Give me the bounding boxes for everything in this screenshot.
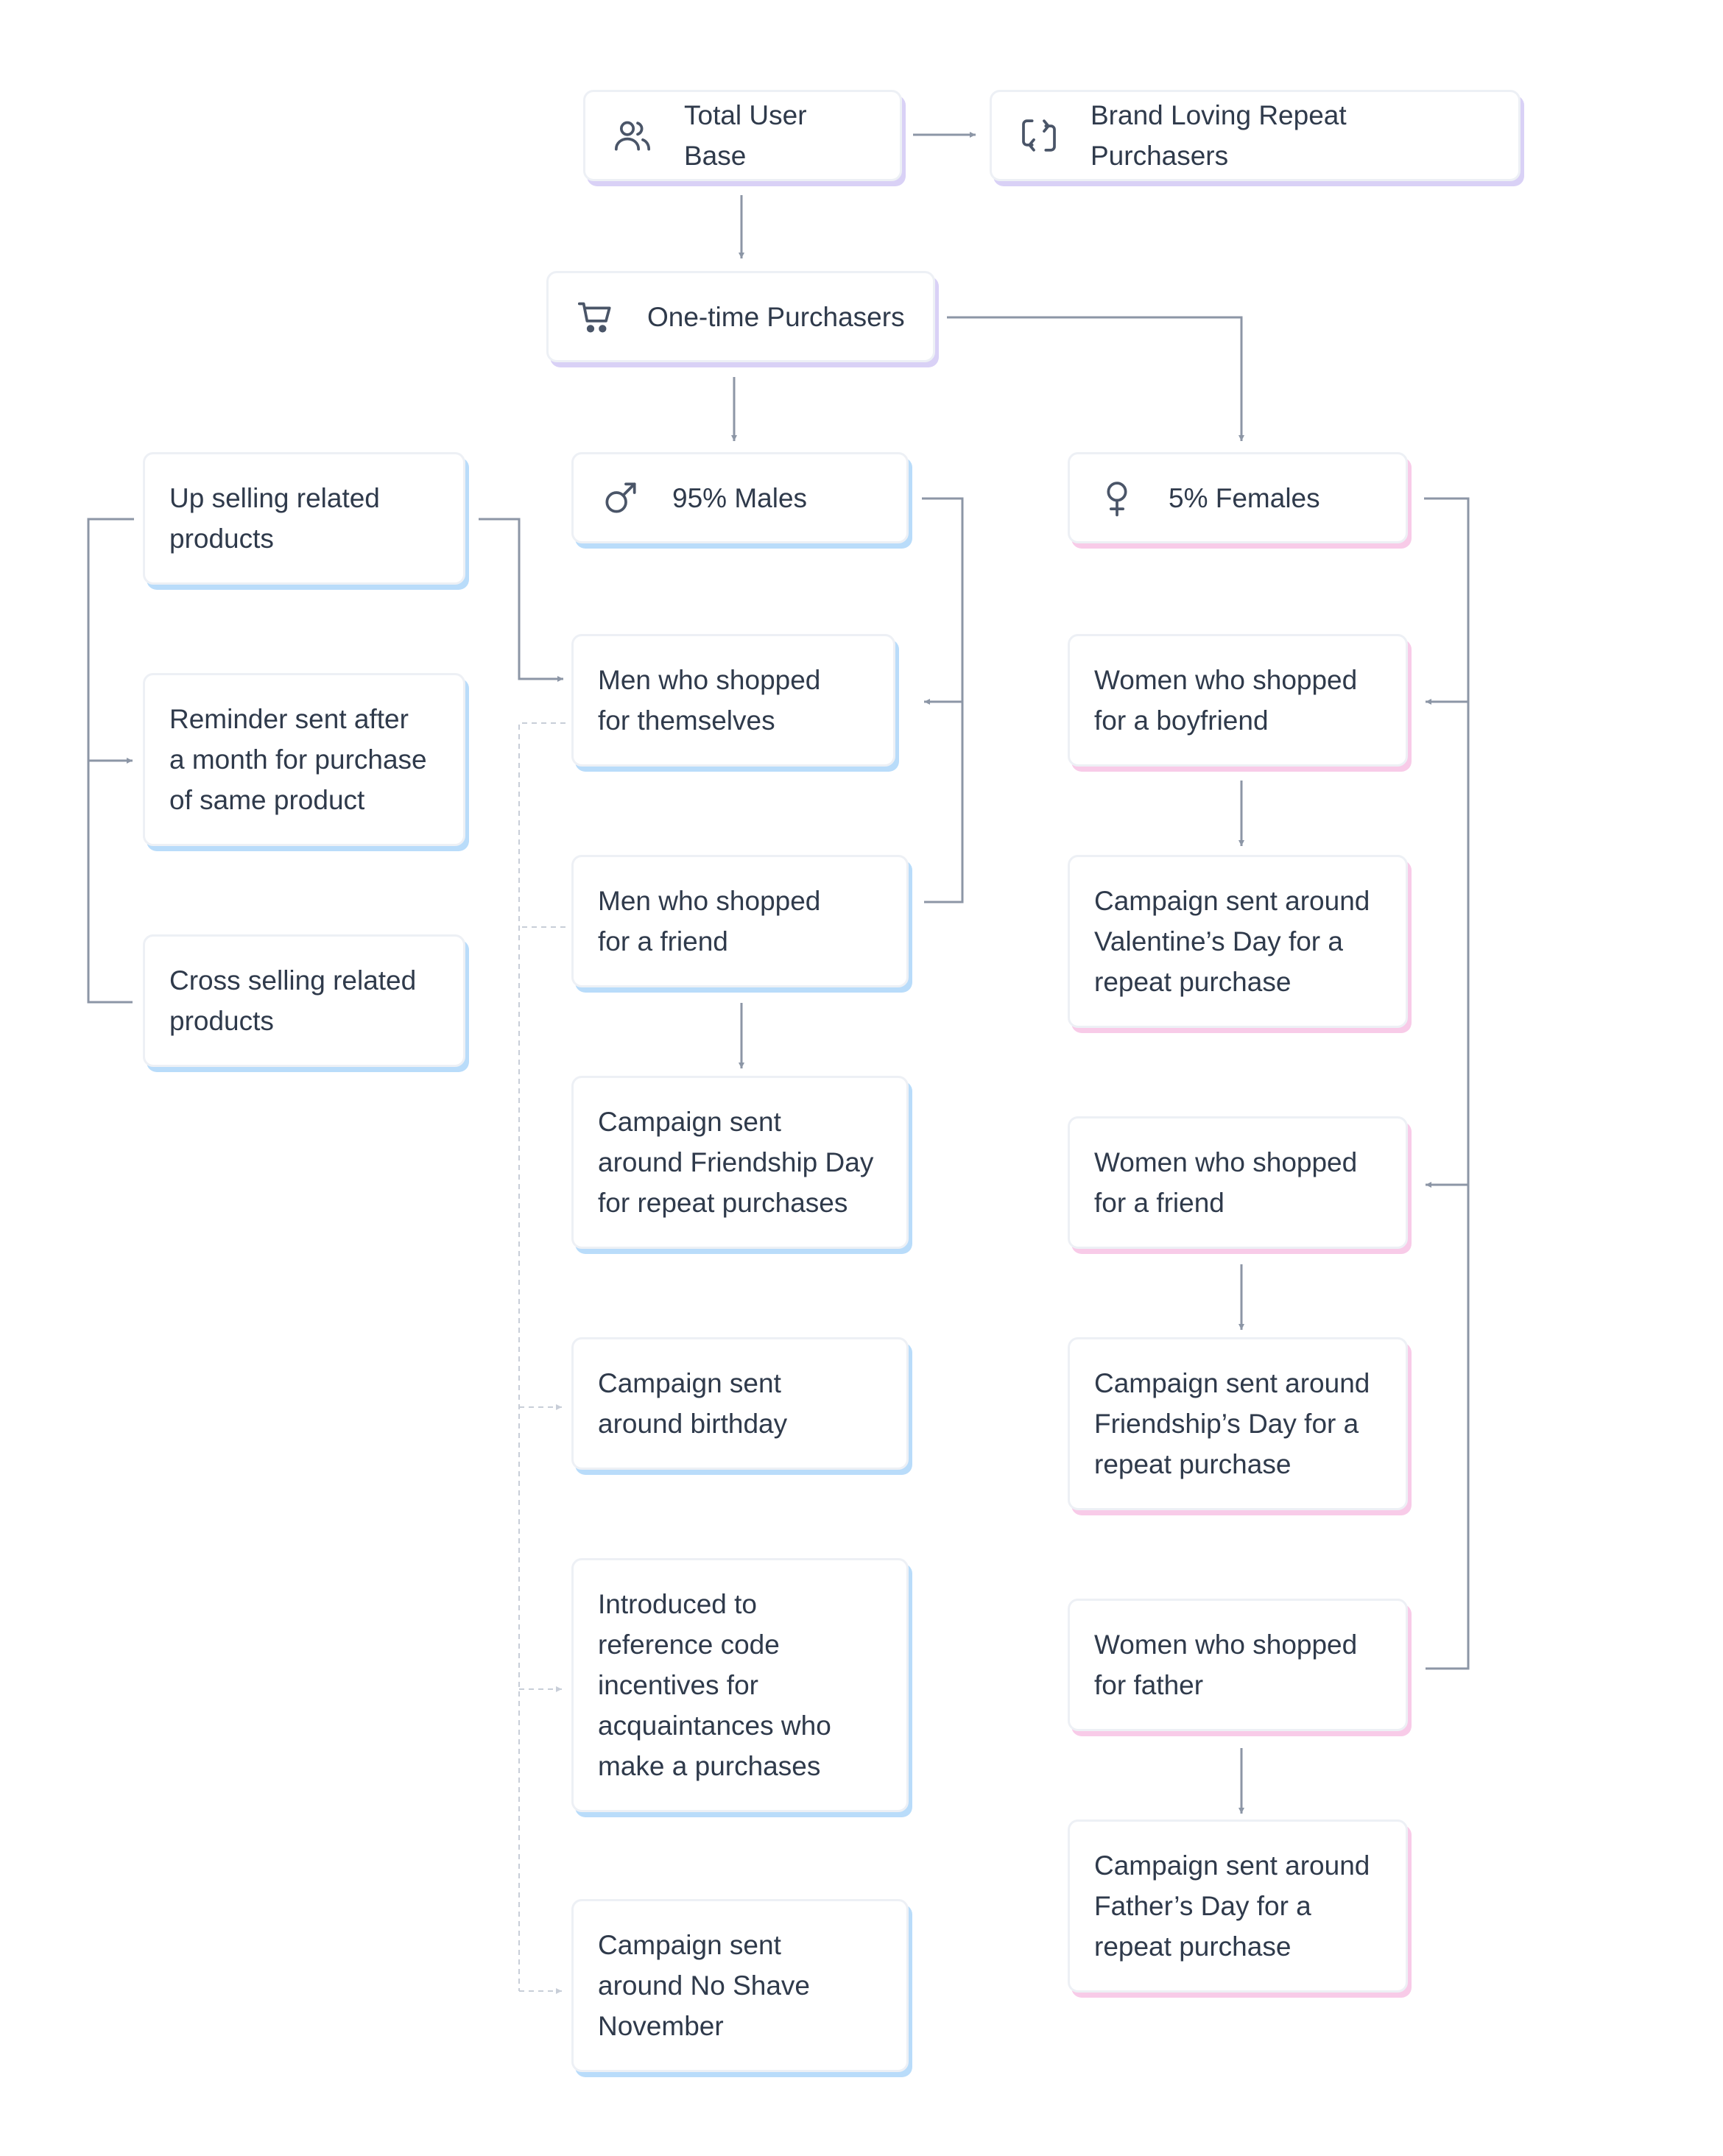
node-males: 95% Males bbox=[571, 452, 909, 543]
node-label: Campaign sent around Valentine’s Day for… bbox=[1094, 886, 1370, 997]
node-campaign-friendships-day: Campaign sent around Friendship’s Day fo… bbox=[1068, 1337, 1408, 1510]
node-one-time-purchasers: One-time Purchasers bbox=[546, 271, 935, 362]
node-label: Campaign sent around No Shave November bbox=[598, 1930, 810, 2041]
node-label: 5% Females bbox=[1169, 482, 1320, 513]
node-label: Women who shopped for a friend bbox=[1094, 1147, 1358, 1218]
node-campaign-fathers-day: Campaign sent around Father’s Day for a … bbox=[1068, 1819, 1408, 1993]
cart-icon bbox=[575, 296, 616, 337]
node-label: Introduced to reference code incentives … bbox=[598, 1589, 831, 1781]
node-label: Men who shopped for themselves bbox=[598, 665, 821, 736]
node-label: Campaign sent around Friendship’s Day fo… bbox=[1094, 1368, 1370, 1479]
node-label: Campaign sent around Friendship Day for … bbox=[598, 1107, 874, 1218]
node-reminder: Reminder sent after a month for purchase… bbox=[143, 673, 465, 846]
node-campaign-no-shave: Campaign sent around No Shave November bbox=[571, 1899, 909, 2072]
node-campaign-birthday: Campaign sent around birthday bbox=[571, 1337, 909, 1470]
female-icon bbox=[1096, 477, 1138, 518]
node-up-selling: Up selling related products bbox=[143, 452, 465, 585]
node-label: One-time Purchasers bbox=[647, 301, 905, 332]
node-label: Women who shopped for a boyfriend bbox=[1094, 665, 1358, 736]
arrow-one-time-to-females bbox=[947, 316, 1244, 441]
node-men-friend: Men who shopped for a friend bbox=[571, 855, 909, 987]
node-label: Up selling related products bbox=[169, 483, 380, 554]
node-label: Women who shopped for father bbox=[1094, 1630, 1358, 1700]
node-women-boyfriend: Women who shopped for a boyfriend bbox=[1068, 634, 1408, 767]
bracket-females-to-women-groups bbox=[1424, 497, 1470, 1670]
male-icon bbox=[600, 477, 641, 518]
users-icon bbox=[612, 115, 653, 156]
node-label: Total User Base bbox=[684, 100, 807, 171]
node-females: 5% Females bbox=[1068, 452, 1408, 543]
repeat-icon bbox=[1018, 115, 1060, 156]
node-label: Campaign sent around Father’s Day for a … bbox=[1094, 1850, 1370, 1962]
node-label: Brand Loving Repeat Purchasers bbox=[1090, 100, 1347, 171]
bracket-males-to-men-groups bbox=[922, 497, 964, 903]
node-women-friend: Women who shopped for a friend bbox=[1068, 1116, 1408, 1249]
node-label: Cross selling related products bbox=[169, 965, 417, 1036]
node-cross-selling: Cross selling related products bbox=[143, 934, 465, 1067]
arrow-up-selling-to-men-themselves bbox=[479, 518, 563, 682]
node-label: Men who shopped for a friend bbox=[598, 886, 821, 957]
node-women-father: Women who shopped for father bbox=[1068, 1599, 1408, 1731]
node-label: Reminder sent after a month for purchase… bbox=[169, 704, 427, 815]
node-campaign-friendship-men: Campaign sent around Friendship Day for … bbox=[571, 1076, 909, 1249]
node-men-themselves: Men who shopped for themselves bbox=[571, 634, 895, 767]
node-campaign-valentines: Campaign sent around Valentine’s Day for… bbox=[1068, 855, 1408, 1028]
node-total-user-base: Total User Base bbox=[583, 90, 902, 181]
dashed-trunk bbox=[518, 722, 565, 1991]
node-reference-code: Introduced to reference code incentives … bbox=[571, 1558, 909, 1812]
node-label: 95% Males bbox=[672, 482, 808, 513]
node-brand-loving-repeat-purchasers: Brand Loving Repeat Purchasers bbox=[990, 90, 1521, 181]
node-label: Campaign sent around birthday bbox=[598, 1368, 788, 1439]
